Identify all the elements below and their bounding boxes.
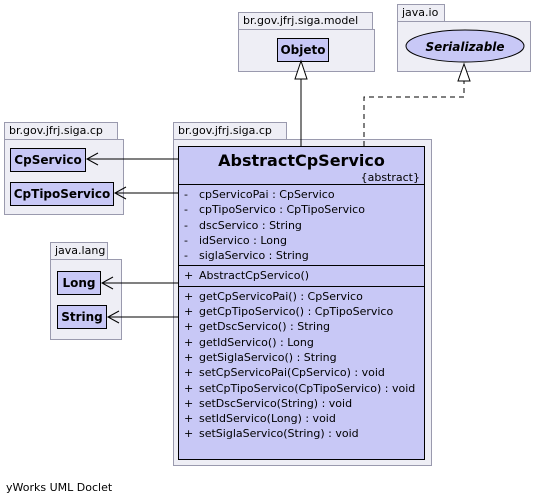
footer-credit: yWorks UML Doclet	[6, 481, 113, 494]
class-string: String	[57, 305, 107, 329]
member-text: getSiglaServico() : String	[199, 350, 337, 364]
attributes-section: -cpServicoPai : CpServico-cpTipoServico …	[179, 184, 424, 265]
package-tab-cp-left: br.gov.jfrj.siga.cp	[4, 122, 118, 140]
visibility-marker: -	[184, 188, 188, 201]
visibility-marker: +	[184, 412, 194, 426]
method-row: + getDscServico() : String	[179, 319, 424, 334]
visibility-marker: +	[184, 350, 194, 364]
member-text: getCpServicoPai() : CpServico	[199, 289, 363, 303]
class-stereotype: {abstract}	[360, 171, 420, 184]
attribute-row: -dscServico : String	[179, 218, 424, 233]
method-row: + setCpTipoServico(CpTipoServico) : void	[179, 381, 424, 396]
association-cpservico-arrow	[85, 152, 99, 166]
serializable-label: Serializable	[425, 40, 504, 54]
member-text: idServico : Long	[199, 233, 287, 247]
class-long: Long	[57, 271, 101, 295]
member-text: dscServico : String	[199, 218, 302, 232]
methods-section: + getCpServicoPai() : CpServico + getCpTipo…	[179, 285, 424, 444]
visibility-marker: +	[184, 381, 194, 395]
member-text: setDscServico(String) : void	[199, 396, 353, 410]
visibility-marker: +	[184, 335, 194, 349]
attribute-row: -siglaServico : String	[179, 248, 424, 263]
method-row: + getIdServico() : Long	[179, 335, 424, 350]
visibility-marker: +	[184, 305, 194, 319]
member-text: siglaServico : String	[199, 249, 309, 263]
attribute-row: -cpTipoServico : CpTipoServico	[179, 202, 424, 217]
method-row: + getCpServicoPai() : CpServico	[179, 289, 424, 304]
attribute-row: -cpServicoPai : CpServico	[179, 187, 424, 202]
member-text: cpServicoPai : CpServico	[199, 188, 335, 201]
member-text: setCpTipoServico(CpTipoServico) : void	[199, 381, 416, 395]
member-text: cpTipoServico : CpTipoServico	[199, 203, 365, 217]
visibility-marker: +	[184, 366, 194, 380]
visibility-marker: +	[184, 427, 194, 441]
member-text: setIdServico(Long) : void	[199, 412, 336, 426]
realization-line	[363, 76, 465, 146]
method-row: + setDscServico(String) : void	[179, 396, 424, 411]
method-row: + setIdServico(Long) : void	[179, 411, 424, 426]
method-row: + setCpServicoPai(CpServico) : void	[179, 365, 424, 380]
class-abstractcpservico: AbstractCpServico {abstract} -cpServicoP…	[178, 146, 425, 460]
method-row: + getCpTipoServico() : CpTipoServico	[179, 304, 424, 319]
class-title: AbstractCpServico	[218, 151, 385, 170]
member-text: AbstractCpServico()	[199, 269, 310, 283]
attribute-row: -idServico : Long	[179, 233, 424, 248]
visibility-marker: +	[184, 396, 194, 410]
class-objeto: Objeto	[277, 38, 329, 62]
visibility-marker: +	[184, 269, 194, 283]
association-long-arrow	[100, 276, 114, 290]
class-serializable: Serializable	[405, 29, 525, 63]
method-row: + getSiglaServico() : String	[179, 350, 424, 365]
visibility-marker: -	[184, 203, 188, 217]
member-text: setSiglaServico(String) : void	[199, 427, 359, 441]
class-cpservico: CpServico	[10, 148, 86, 172]
constructors-section: + AbstractCpServico()	[179, 265, 424, 285]
visibility-marker: -	[184, 233, 188, 247]
association-cptiposervico-arrow	[113, 186, 127, 200]
visibility-marker: -	[184, 249, 188, 263]
visibility-marker: -	[184, 218, 188, 232]
visibility-marker: +	[184, 289, 194, 303]
visibility-marker: +	[184, 320, 194, 334]
member-text: getDscServico() : String	[199, 320, 331, 334]
realization-arrowhead	[457, 62, 471, 82]
constructor-row: + AbstractCpServico()	[179, 268, 424, 283]
member-text: setCpServicoPai(CpServico) : void	[199, 366, 385, 380]
association-string-arrow	[106, 310, 120, 324]
member-text: getIdServico() : Long	[199, 335, 314, 349]
generalization-arrowhead	[294, 59, 308, 80]
method-row: + setSiglaServico(String) : void	[179, 426, 424, 441]
class-cptiposervico: CpTipoServico	[10, 182, 114, 206]
member-text: getCpTipoServico() : CpTipoServico	[199, 305, 394, 319]
